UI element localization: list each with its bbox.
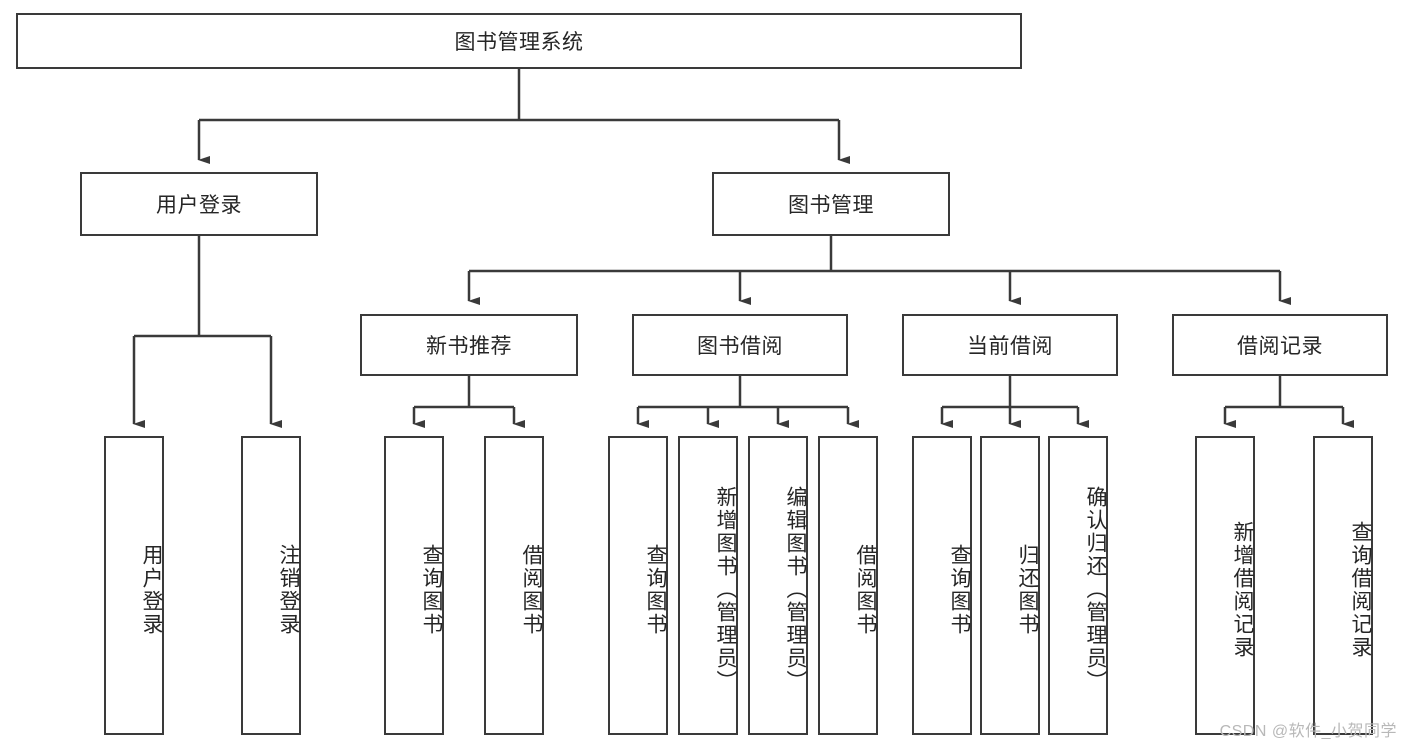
leaf-return-book[interactable]: 归还图书 [980,436,1040,735]
node-label: 当前借阅 [967,335,1053,358]
node-label: 图书管理 [788,194,874,217]
node-label: 查询图书 [948,543,971,636]
node-label: 归还图书 [1016,543,1039,636]
node-label: 新书推荐 [426,335,512,358]
leaf-add-borrow-record[interactable]: 新增借阅记录 [1195,436,1255,735]
node-user-login[interactable]: 用户登录 [80,172,318,236]
leaf-logout[interactable]: 注销登录 [241,436,301,735]
leaf-user-login[interactable]: 用户登录 [104,436,164,735]
node-current-borrow[interactable]: 当前借阅 [902,314,1118,376]
node-label: 确认归还（管理员） [1084,486,1107,693]
node-label: 查询借阅记录 [1349,520,1372,659]
node-label: 编辑图书（管理员） [784,486,807,693]
leaf-query-book-recommend[interactable]: 查询图书 [384,436,444,735]
leaf-borrow-book[interactable]: 借阅图书 [818,436,878,735]
leaf-add-book-admin[interactable]: 新增图书（管理员） [678,436,738,735]
leaf-query-book-current[interactable]: 查询图书 [912,436,972,735]
leaf-edit-book-admin[interactable]: 编辑图书（管理员） [748,436,808,735]
node-label: 注销登录 [277,543,300,636]
node-root-system[interactable]: 图书管理系统 [16,13,1022,69]
node-label: 用户登录 [156,194,242,217]
node-label: 查询图书 [420,543,443,636]
csdn-watermark: CSDN @软件_小贺同学 [1219,723,1397,740]
node-label: 借阅记录 [1237,335,1323,358]
node-label: 借阅图书 [854,543,877,636]
node-book-management[interactable]: 图书管理 [712,172,950,236]
leaf-borrow-book-recommend[interactable]: 借阅图书 [484,436,544,735]
node-label: 查询图书 [644,543,667,636]
node-new-book-recommend[interactable]: 新书推荐 [360,314,578,376]
leaf-confirm-return-admin[interactable]: 确认归还（管理员） [1048,436,1108,735]
node-label: 新增图书（管理员） [714,486,737,693]
node-label: 借阅图书 [520,543,543,636]
node-label: 图书管理系统 [454,31,584,54]
node-borrow-record[interactable]: 借阅记录 [1172,314,1388,376]
leaf-query-book-borrow[interactable]: 查询图书 [608,436,668,735]
node-label: 新增借阅记录 [1231,520,1254,659]
node-book-borrow[interactable]: 图书借阅 [632,314,848,376]
node-label: 图书借阅 [697,335,783,358]
node-label: 用户登录 [140,543,163,636]
leaf-query-borrow-record[interactable]: 查询借阅记录 [1313,436,1373,735]
